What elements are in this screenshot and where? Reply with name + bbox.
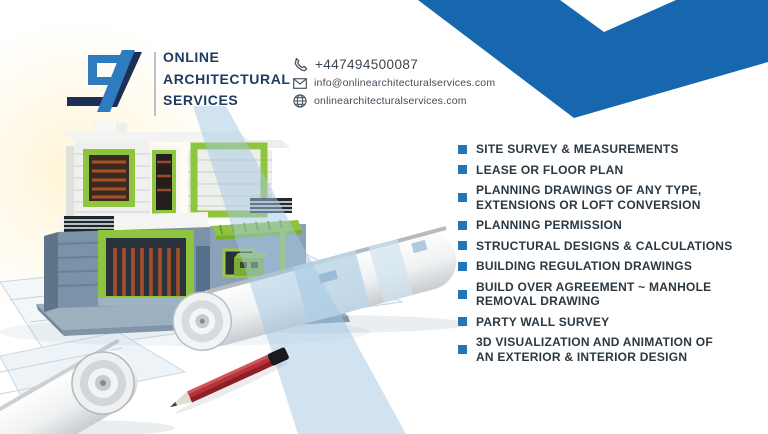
service-label: 3D VISUALIZATION AND ANIMATION OF AN EXT… <box>476 335 713 364</box>
blue-square-bullet-icon <box>458 241 467 251</box>
service-item: LEASE OR FLOOR PLAN <box>458 163 763 178</box>
service-label: PLANNING PERMISSION <box>476 218 623 232</box>
brand-name: ONLINE ARCHITECTURAL SERVICES <box>163 47 291 112</box>
service-item: BUILDING REGULATION DRAWINGS <box>458 259 763 274</box>
service-item: 3D VISUALIZATION AND ANIMATION OF AN EXT… <box>458 335 763 364</box>
phone-number: +447494500087 <box>315 57 419 72</box>
service-label: PARTY WALL SURVEY <box>476 314 610 329</box>
phone-row[interactable]: +447494500087 <box>293 57 495 72</box>
envelope-icon <box>293 77 307 89</box>
contact-block: +447494500087 info@onlinearchitecturalse… <box>293 57 495 113</box>
globe-icon <box>293 94 307 108</box>
blue-square-bullet-icon <box>458 193 467 202</box>
brand-line-3: SERVICES <box>163 92 239 108</box>
service-label: PLANNING DRAWINGS OF ANY TYPE, EXTENSION… <box>476 183 702 212</box>
service-label: BUILDING REGULATION DRAWINGS <box>476 259 693 273</box>
diagonal-stripe <box>193 106 406 434</box>
phone-handset-icon <box>294 57 308 72</box>
service-item: PLANNING DRAWINGS OF ANY TYPE, EXTENSION… <box>458 183 763 212</box>
brand-line-1: ONLINE <box>163 49 220 65</box>
red-pencil <box>170 347 289 414</box>
blue-square-bullet-icon <box>458 220 467 230</box>
service-label: STRUCTURAL DESIGNS & CALCULATIONS <box>476 238 733 253</box>
service-label: LEASE OR FLOOR PLAN <box>476 162 624 177</box>
blue-square-bullet-icon <box>458 144 467 154</box>
logo-divider <box>154 52 156 116</box>
checkmark-ribbon <box>418 0 768 118</box>
blue-square-bullet-icon <box>458 345 467 354</box>
email-row[interactable]: info@onlinearchitecturalservices.com <box>293 77 495 89</box>
service-label: BUILD OVER AGREEMENT ~ MANHOLE REMOVAL D… <box>476 279 712 309</box>
oas-logo-icon <box>67 50 142 112</box>
service-item: BUILD OVER AGREEMENT ~ MANHOLE REMOVAL D… <box>458 280 763 309</box>
blue-square-bullet-icon <box>458 289 467 299</box>
service-item: PARTY WALL SURVEY <box>458 315 763 330</box>
website-url: onlinearchitecturalservices.com <box>314 95 467 107</box>
blue-square-bullet-icon <box>458 261 467 271</box>
website-row[interactable]: onlinearchitecturalservices.com <box>293 94 495 108</box>
services-list: SITE SURVEY & MEASUREMENTS LEASE OR FLOO… <box>458 142 763 364</box>
service-item: SITE SURVEY & MEASUREMENTS <box>458 142 763 157</box>
service-item: PLANNING PERMISSION <box>458 218 763 233</box>
brand-line-2: ARCHITECTURAL <box>163 70 291 87</box>
blue-square-bullet-icon <box>458 165 467 175</box>
service-item: STRUCTURAL DESIGNS & CALCULATIONS <box>458 239 763 254</box>
email-address: info@onlinearchitecturalservices.com <box>314 77 496 89</box>
service-label: SITE SURVEY & MEASUREMENTS <box>476 142 679 156</box>
blue-square-bullet-icon <box>458 317 467 327</box>
blueprint-roll-left <box>0 339 175 434</box>
